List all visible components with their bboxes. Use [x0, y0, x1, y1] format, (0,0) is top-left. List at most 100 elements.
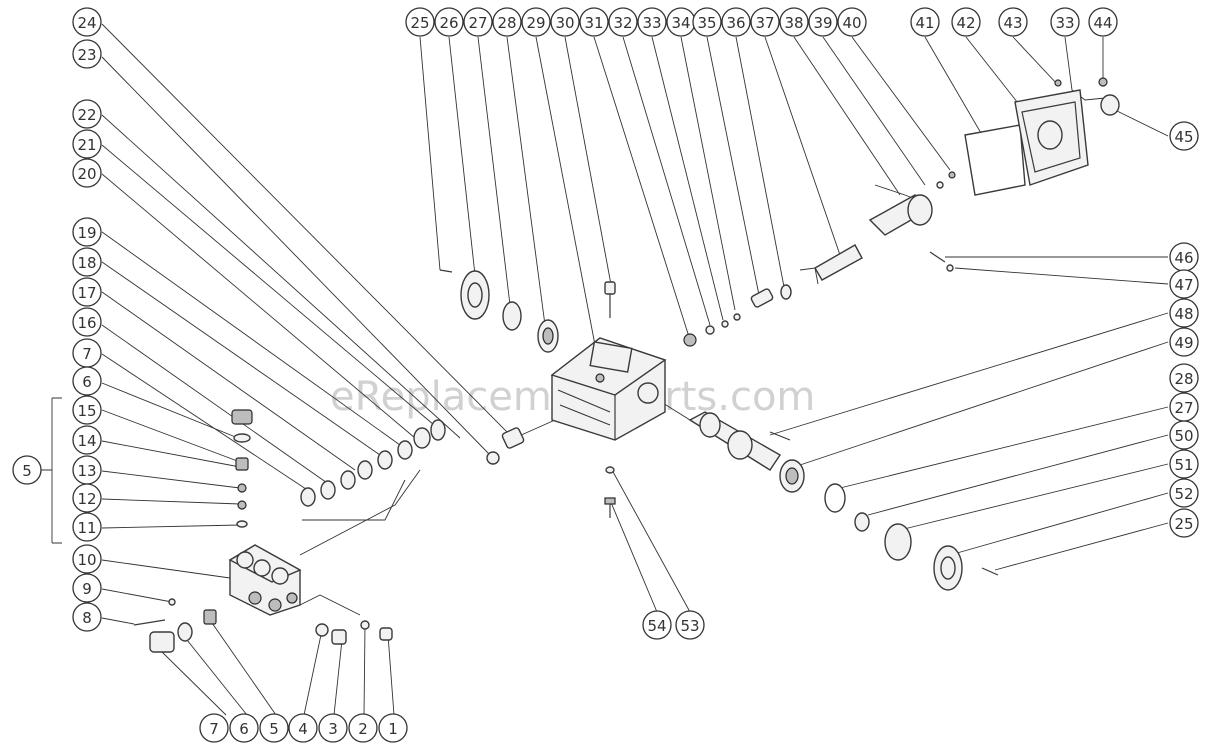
callout-number: 49 [1174, 334, 1193, 352]
callout-circle [837, 7, 867, 37]
callout-c28a: 28 [492, 7, 522, 37]
callout-c36: 36 [721, 7, 751, 37]
callout-number: 52 [1174, 485, 1193, 503]
callout-number: 6 [82, 373, 92, 391]
callout-c7b: 7 [199, 713, 229, 743]
callout-circle [405, 7, 435, 37]
callout-circle [12, 455, 42, 485]
callout-circle [72, 573, 102, 603]
callout-c7a: 7 [72, 338, 102, 368]
callout-c25a: 25 [405, 7, 435, 37]
callout-c51: 51 [1169, 449, 1199, 479]
callout-number: 25 [410, 14, 429, 32]
callout-circle [72, 512, 102, 542]
callout-c48: 48 [1169, 298, 1199, 328]
callout-number: 20 [77, 165, 96, 183]
callout-circle [259, 713, 289, 743]
callout-number: 4 [298, 720, 308, 738]
callout-number: 24 [77, 14, 96, 32]
callout-c49: 49 [1169, 327, 1199, 357]
callout-number: 51 [1174, 456, 1193, 474]
callout-number: 41 [915, 14, 934, 32]
callout-c45: 45 [1169, 121, 1199, 151]
callout-circle [779, 7, 809, 37]
callout-number: 7 [82, 345, 92, 363]
callout-circle [199, 713, 229, 743]
callout-number: 5 [22, 462, 32, 480]
callout-circle [72, 99, 102, 129]
callout-c32: 32 [608, 7, 638, 37]
callout-circle [348, 713, 378, 743]
callout-c4: 4 [288, 713, 318, 743]
callout-circle [492, 7, 522, 37]
callout-circle [998, 7, 1028, 37]
callout-c14: 14 [72, 425, 102, 455]
drain-plug-set [133, 598, 393, 653]
callout-circle [72, 307, 102, 337]
callout-number: 43 [1003, 14, 1022, 32]
callout-number: 31 [584, 14, 603, 32]
callout-c38: 38 [779, 7, 809, 37]
callout-circle [808, 7, 838, 37]
callout-number: 2 [358, 720, 368, 738]
callout-c13: 13 [72, 455, 102, 485]
callout-circle [72, 217, 102, 247]
callout-c27b: 27 [1169, 392, 1199, 422]
callout-number: 48 [1174, 305, 1193, 323]
callout-c26: 26 [434, 7, 464, 37]
callout-c19: 19 [72, 217, 102, 247]
callout-number: 5 [269, 720, 279, 738]
callout-circle [1050, 7, 1080, 37]
callout-number: 1 [388, 720, 398, 738]
callout-circle [1169, 363, 1199, 393]
callout-number: 18 [77, 254, 96, 272]
leader-lines [40, 23, 1169, 716]
callout-number: 53 [680, 617, 699, 635]
front-flange-bearing [439, 269, 616, 353]
callout-number: 33 [1055, 14, 1074, 32]
callout-circle [910, 7, 940, 37]
callout-c35: 35 [692, 7, 722, 37]
callout-number: 38 [784, 14, 803, 32]
callout-circle [1169, 298, 1199, 328]
callout-number: 15 [77, 402, 96, 420]
callout-circle [1169, 478, 1199, 508]
callout-number: 33 [642, 14, 661, 32]
connecting-rod-assembly [683, 171, 956, 347]
callout-c44: 44 [1088, 7, 1118, 37]
callout-number: 19 [77, 224, 96, 242]
callout-c5b: 5 [259, 713, 289, 743]
callout-number: 6 [239, 720, 249, 738]
callout-circle [675, 610, 705, 640]
callout-circle [72, 544, 102, 574]
callout-c16: 16 [72, 307, 102, 337]
callout-c40: 40 [837, 7, 867, 37]
callout-number: 11 [77, 519, 96, 537]
callout-circle [72, 158, 102, 188]
callout-circle [434, 7, 464, 37]
callout-c52: 52 [1169, 478, 1199, 508]
callout-circle [72, 395, 102, 425]
callout-number: 50 [1174, 427, 1193, 445]
callout-number: 23 [77, 46, 96, 64]
callout-number: 7 [209, 720, 219, 738]
callout-circle [579, 7, 609, 37]
callout-number: 28 [497, 14, 516, 32]
callout-circle [1169, 327, 1199, 357]
callout-circle [229, 713, 259, 743]
callout-c53: 53 [675, 610, 705, 640]
callout-circle [692, 7, 722, 37]
callout-number: 34 [671, 14, 690, 32]
callout-number: 45 [1174, 128, 1193, 146]
callout-c39: 39 [808, 7, 838, 37]
callout-number: 26 [439, 14, 458, 32]
callout-number: 9 [82, 580, 92, 598]
callout-number: 54 [647, 617, 666, 635]
callout-c8: 8 [72, 602, 102, 632]
callout-number: 28 [1174, 370, 1193, 388]
callout-circle [1169, 420, 1199, 450]
callout-c33a: 33 [637, 7, 667, 37]
callout-circle [951, 7, 981, 37]
